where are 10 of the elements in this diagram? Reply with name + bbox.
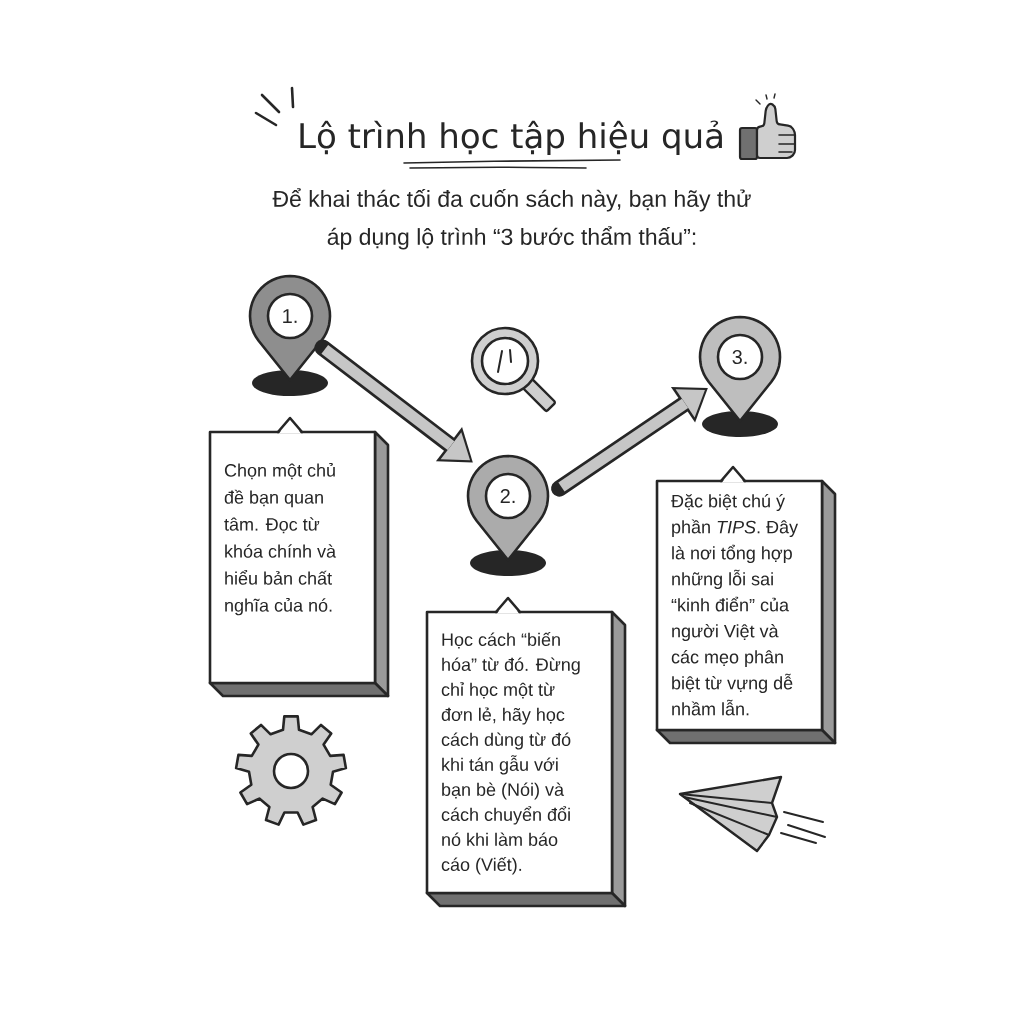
- map-pin: 2.: [466, 454, 550, 576]
- block-arrow: [551, 386, 708, 497]
- intro-text: Để khai thác tối đa cuốn sách này, bạn hãy thử áp dụng lộ trình “3 bước thẩm thấu”:: [272, 188, 751, 250]
- map-pin: 1.: [248, 274, 332, 396]
- callout-box: Chọn một chủ đề bạn quan tâm. Đọc từ khóa chính và hiểu bản chất nghĩa của nó.: [208, 416, 390, 698]
- title: Lộ trình học tập hiệu quả: [300, 120, 722, 156]
- block-arrow: [314, 339, 473, 463]
- callout-box: Đặc biệt chú ý phần TIPS. Đây là nơi tổng hợp những lỗi sai “kinh điển” của người Việt và các mẹo phân biệt từ vựng dễ nhầm lẫn.: [655, 465, 837, 745]
- callout-box: Học cách “biến hóa” từ đó. Đừng chỉ học một từ đơn lẻ, hãy học cách dùng từ đó khi tán gẫu với bạn bè (Nói) và cách chuyển đổi nó khi làm báo cáo (Viết).: [425, 596, 627, 908]
- map-pin: 3.: [698, 315, 782, 437]
